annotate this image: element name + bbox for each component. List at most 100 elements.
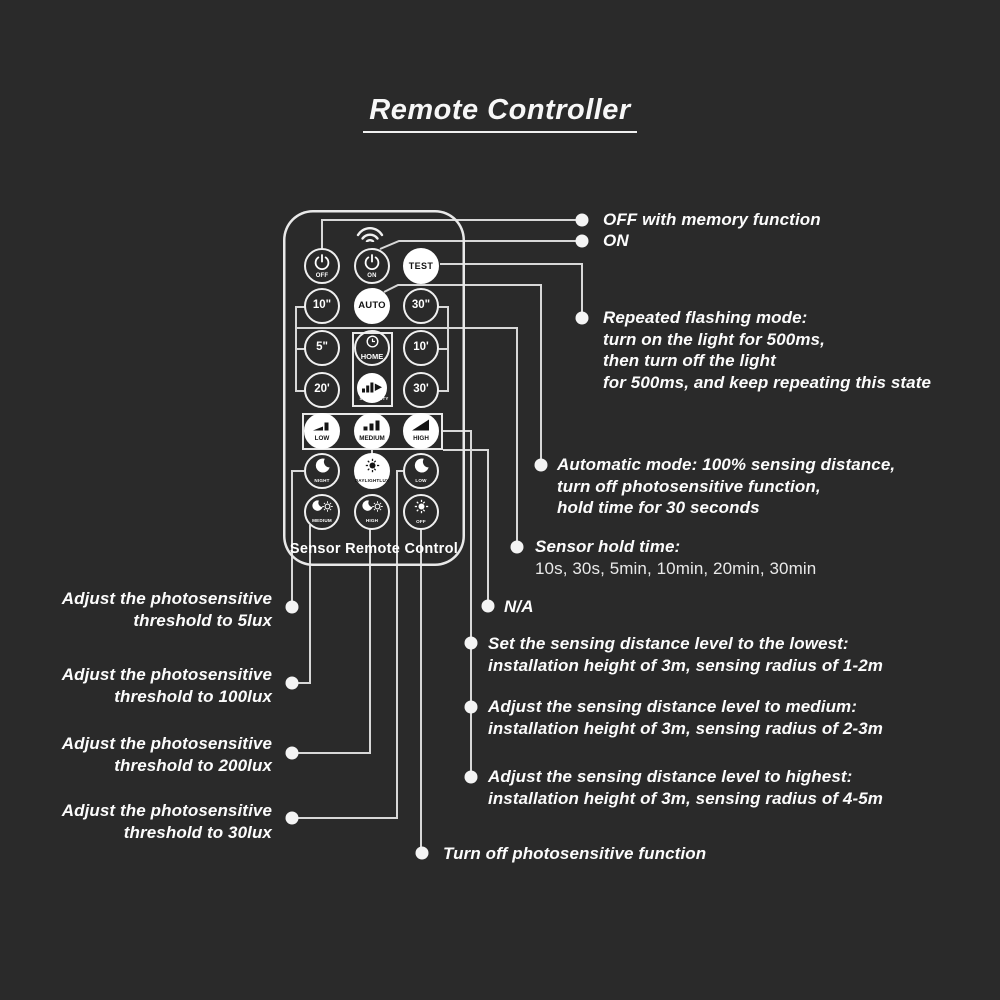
annotation-distance-medium: Adjust the sensing distance level to med… bbox=[488, 696, 883, 739]
annotation-line: Adjust the photosensitive bbox=[61, 665, 272, 684]
button-label: MEDIUM bbox=[359, 435, 385, 443]
clock-icon bbox=[365, 335, 379, 352]
remote-button-home: HOME bbox=[354, 330, 390, 366]
annotation-line: Adjust the sensing distance level to hig… bbox=[488, 767, 853, 786]
bullet-distance-highest bbox=[464, 770, 478, 784]
annotation-line: for 500ms, and keep repeating this state bbox=[603, 372, 932, 392]
annotation-na: N/A bbox=[504, 596, 534, 618]
button-label: 30' bbox=[413, 383, 429, 396]
annotation-automatic-mode: Automatic mode: 100% sensing distance, t… bbox=[557, 454, 895, 519]
annotation-on: ON bbox=[603, 230, 629, 252]
remote-button-5s: 5" bbox=[304, 330, 340, 366]
annotation-line: installation height of 3m, sensing radiu… bbox=[488, 655, 884, 675]
bullet-photo-off bbox=[415, 846, 429, 860]
annotation-line: OFF with memory function bbox=[603, 210, 821, 229]
bullet-200lux bbox=[285, 746, 299, 760]
annotation-distance-highest: Adjust the sensing distance level to hig… bbox=[488, 766, 883, 809]
annotation-flashing-mode: Repeated flashing mode: turn on the ligh… bbox=[603, 307, 931, 393]
annotation-threshold-30lux: Adjust the photosensitive threshold to 3… bbox=[62, 800, 272, 844]
bullet-5lux bbox=[285, 600, 299, 614]
remote-button-lux-low: LOW bbox=[403, 453, 439, 489]
remote-button-30min: 30' bbox=[403, 372, 439, 408]
power-icon bbox=[363, 253, 381, 274]
sensitivity-label: SENSITIVITY bbox=[359, 396, 389, 401]
bullet-na bbox=[481, 599, 495, 613]
annotation-line: hold time for 30 seconds bbox=[557, 498, 760, 517]
remote-button-distance-medium: MEDIUM bbox=[354, 413, 390, 449]
button-label: NIGHT bbox=[314, 478, 330, 484]
remote-button-20min: 20' bbox=[304, 372, 340, 408]
annotation-line: Adjust the sensing distance level to med… bbox=[488, 697, 858, 716]
annotation-line: ON bbox=[603, 231, 629, 250]
button-label: MEDIUM bbox=[312, 518, 332, 524]
button-label: 5" bbox=[316, 341, 328, 354]
annotation-line: Turn off photosensitive function bbox=[443, 844, 707, 863]
annotation-line: threshold to 5lux bbox=[133, 611, 272, 630]
annotation-line: Sensor hold time: bbox=[535, 537, 681, 556]
annotation-line: threshold to 100lux bbox=[114, 687, 272, 706]
annotation-line: Repeated flashing mode: bbox=[603, 308, 808, 327]
power-icon bbox=[313, 253, 331, 274]
remote-button-auto: AUTO bbox=[354, 288, 390, 324]
wifi-icon bbox=[355, 224, 385, 247]
annotation-line: installation height of 3m, sensing radiu… bbox=[488, 788, 884, 808]
button-label: HIGH bbox=[365, 518, 379, 524]
bullet-hold-time bbox=[510, 540, 524, 554]
annotation-threshold-100lux: Adjust the photosensitive threshold to 1… bbox=[62, 664, 272, 708]
annotation-line: Adjust the photosensitive bbox=[61, 589, 272, 608]
page-title: Remote Controller bbox=[363, 94, 637, 133]
button-label: 10" bbox=[312, 299, 332, 312]
bullet-distance-lowest bbox=[464, 636, 478, 650]
bullet-off-memory bbox=[575, 213, 589, 227]
button-label: 10' bbox=[413, 341, 429, 354]
remote-button-photo-off: OFF bbox=[403, 494, 439, 530]
annotation-line: installation height of 3m, sensing radiu… bbox=[488, 718, 884, 738]
remote-button-lux-high: HIGH bbox=[354, 494, 390, 530]
bullet-30lux bbox=[285, 811, 299, 825]
button-label: 30" bbox=[411, 299, 431, 312]
button-label: 20' bbox=[314, 383, 330, 396]
annotation-line: Set the sensing distance level to the lo… bbox=[488, 634, 849, 653]
remote-button-distance-high: HIGH bbox=[403, 413, 439, 449]
annotation-line: Adjust the photosensitive bbox=[61, 801, 272, 820]
annotation-line: N/A bbox=[504, 597, 534, 616]
sun-icon bbox=[365, 458, 380, 477]
remote-button-30s: 30" bbox=[403, 288, 439, 324]
button-label: HIGH bbox=[413, 435, 429, 443]
annotation-distance-lowest: Set the sensing distance level to the lo… bbox=[488, 633, 883, 676]
button-label: LOW bbox=[314, 435, 330, 443]
remote-button-lux-medium: MEDIUM bbox=[304, 494, 340, 530]
button-label: DAYLIGHTLUX bbox=[354, 478, 390, 484]
button-label: TEST bbox=[408, 260, 434, 271]
remote-button-off: OFF bbox=[304, 248, 340, 284]
annotation-threshold-5lux: Adjust the photosensitive threshold to 5… bbox=[62, 588, 272, 632]
annotation-line: turn off photosensitive function, bbox=[557, 476, 821, 496]
bullet-on bbox=[575, 234, 589, 248]
moon-icon bbox=[414, 458, 429, 477]
remote-button-sensitivity bbox=[357, 373, 387, 403]
ramp-high-icon bbox=[412, 419, 430, 435]
bars-medium-icon bbox=[363, 419, 381, 435]
annotation-line: threshold to 30lux bbox=[123, 823, 272, 842]
sun-icon bbox=[414, 499, 429, 518]
bullet-distance-medium bbox=[464, 700, 478, 714]
moon-icon bbox=[315, 458, 330, 477]
ramp-low-icon bbox=[313, 419, 331, 435]
sensitivity-bars-icon bbox=[361, 380, 383, 397]
remote-button-10s: 10" bbox=[304, 288, 340, 324]
annotation-photo-off: Turn off photosensitive function bbox=[443, 843, 706, 865]
annotation-subline: 10s, 30s, 5min, 10min, 20min, 30min bbox=[535, 558, 817, 578]
bullet-flashing bbox=[575, 311, 589, 325]
button-label: OFF bbox=[416, 519, 426, 525]
bullet-100lux bbox=[285, 676, 299, 690]
bullet-automatic bbox=[534, 458, 548, 472]
annotation-hold-time: Sensor hold time: 10s, 30s, 5min, 10min,… bbox=[535, 536, 816, 579]
remote-button-test: TEST bbox=[403, 248, 439, 284]
moon-sun-icon bbox=[361, 500, 383, 517]
annotation-line: threshold to 200lux bbox=[114, 756, 272, 775]
remote-button-10min: 10' bbox=[403, 330, 439, 366]
remote-button-distance-low: LOW bbox=[304, 413, 340, 449]
remote-button-night: NIGHT bbox=[304, 453, 340, 489]
moon-sun-icon bbox=[311, 500, 333, 517]
